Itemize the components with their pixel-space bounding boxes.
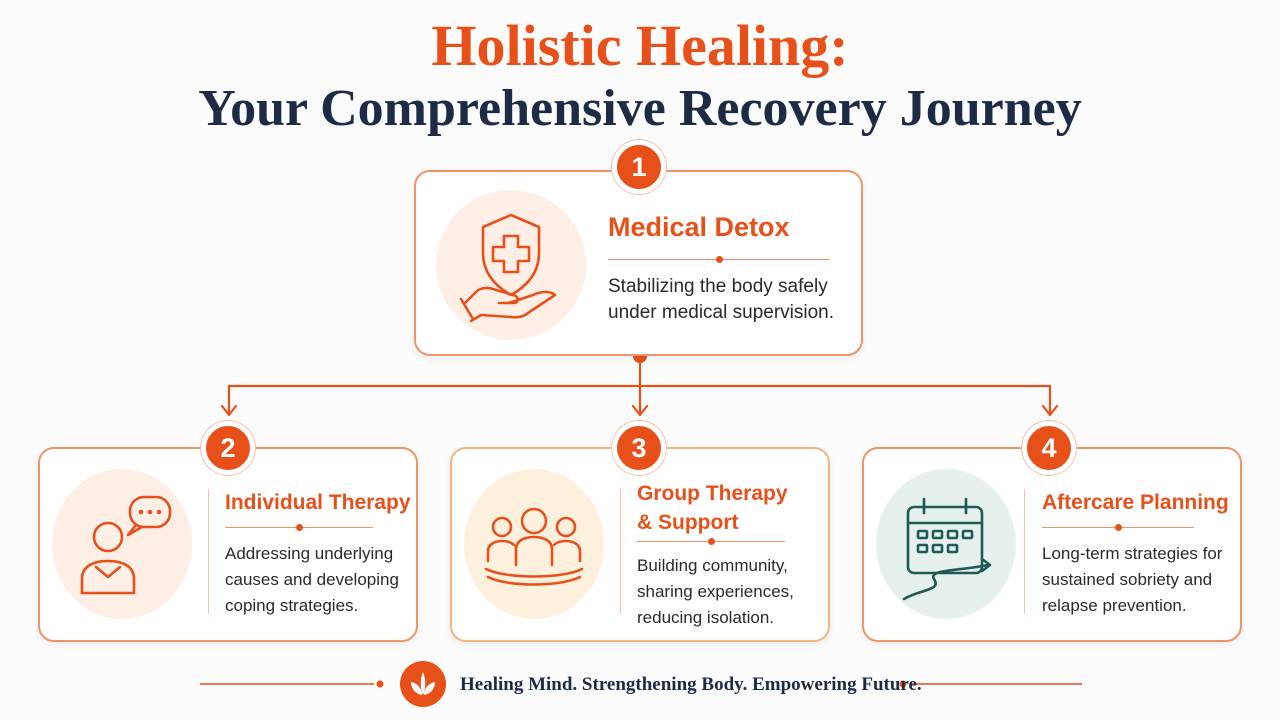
person-speech-bubble-icon xyxy=(66,489,178,599)
step-description: Addressing underlying causes and develop… xyxy=(225,544,399,615)
vertical-divider xyxy=(620,489,621,614)
step-number-badge: 1 xyxy=(612,140,666,194)
step-description: Long-term strategies for sustained sobri… xyxy=(1042,544,1223,615)
vertical-divider xyxy=(1024,489,1025,614)
step-card-medical-detox: Medical Detox Stabilizing the body safel… xyxy=(414,170,863,356)
step-card-group-therapy: Group Therapy & Support Building communi… xyxy=(450,447,830,642)
step-title: Individual Therapy xyxy=(225,491,411,514)
step-description: Building community, sharing experiences,… xyxy=(637,556,794,627)
step-number-badge: 3 xyxy=(612,421,666,475)
icon-background xyxy=(52,469,192,619)
calendar-path-icon xyxy=(890,491,1002,603)
icon-background xyxy=(876,469,1016,619)
step-title: Aftercare Planning xyxy=(1042,491,1229,514)
title-separator xyxy=(1042,524,1194,531)
step-card-individual-therapy: Individual Therapy Addressing underlying… xyxy=(38,447,418,642)
step-number-badge: 2 xyxy=(201,421,255,475)
step-title: Group Therapy & Support xyxy=(637,482,788,534)
title-separator xyxy=(225,524,373,531)
shield-cross-hand-icon xyxy=(451,203,571,328)
step-number-badge: 4 xyxy=(1022,421,1076,475)
title-separator xyxy=(608,256,830,263)
step-description: Stabilizing the body safely under medica… xyxy=(608,276,835,323)
title-line-1: Holistic Healing: xyxy=(431,13,849,78)
group-people-icon xyxy=(476,495,592,595)
step-title: Medical Detox xyxy=(608,212,790,242)
step-card-aftercare-planning: Aftercare Planning Long-term strategies … xyxy=(862,447,1242,642)
icon-background xyxy=(464,469,604,619)
footer-tagline: Healing Mind. Strengthening Body. Empowe… xyxy=(460,674,922,695)
icon-background xyxy=(436,190,586,340)
title-line-2: Your Comprehensive Recovery Journey xyxy=(198,80,1082,137)
vertical-divider xyxy=(208,489,209,614)
title-separator xyxy=(637,538,785,545)
leaf-sprout-icon xyxy=(400,661,446,707)
